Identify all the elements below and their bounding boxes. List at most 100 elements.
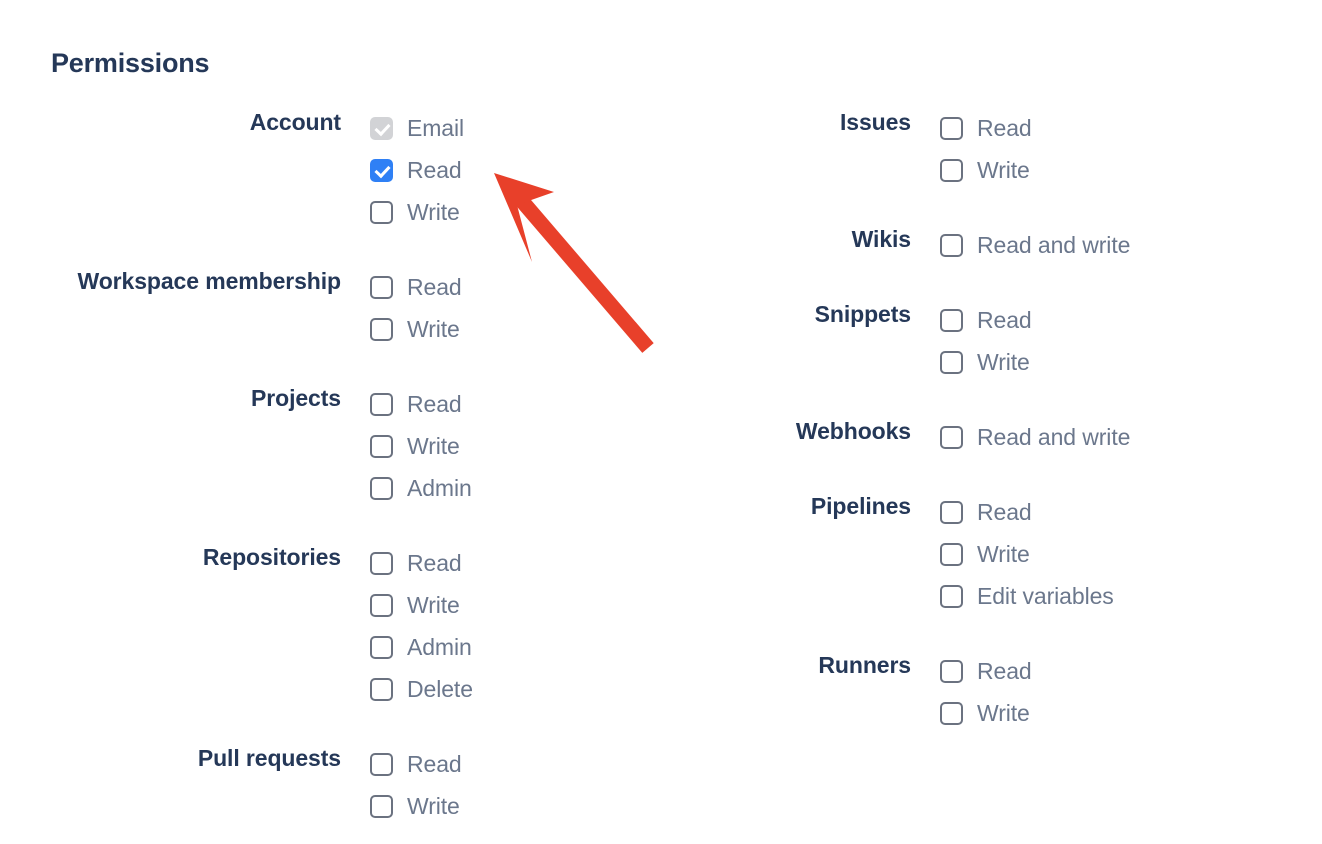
- permission-option-row[interactable]: Write: [370, 584, 660, 626]
- permission-option-label: Email: [407, 114, 465, 141]
- permission-option-label: Read: [977, 657, 1032, 684]
- permission-option-label: Read: [977, 306, 1032, 333]
- permission-option-label: Read: [407, 549, 462, 576]
- permission-option-label: Read: [407, 390, 462, 417]
- permission-option-row[interactable]: Write: [940, 533, 1270, 575]
- permission-option-label: Write: [407, 792, 460, 819]
- permission-option-label: Edit variables: [977, 582, 1114, 609]
- permission-option-label: Delete: [407, 675, 473, 702]
- checkbox-read[interactable]: [370, 275, 393, 299]
- page-title: Permissions: [51, 48, 210, 78]
- permission-option-list: Read and write: [940, 415, 1270, 458]
- permission-option-label: Read and write: [977, 231, 1131, 258]
- checkbox-read[interactable]: [940, 659, 963, 683]
- permission-option-row[interactable]: Write: [370, 191, 660, 233]
- permission-option-label: Write: [977, 348, 1030, 375]
- permission-option-label: Admin: [407, 474, 472, 501]
- permission-option-row[interactable]: Read: [940, 299, 1270, 341]
- permission-option-row[interactable]: Delete: [370, 668, 660, 710]
- permission-option-label: Write: [977, 699, 1030, 726]
- permission-group-label: Snippets: [814, 301, 911, 327]
- permission-group-label: Workspace membership: [77, 268, 342, 294]
- permission-option-label: Read: [977, 498, 1032, 525]
- permission-group: Wikis Read and write: [570, 223, 1270, 266]
- checkbox-write[interactable]: [940, 350, 963, 374]
- permission-option-row[interactable]: Admin: [370, 626, 660, 668]
- checkbox-read[interactable]: [940, 500, 963, 524]
- permission-group-label: Repositories: [202, 544, 341, 570]
- checkbox-read-and-write[interactable]: [940, 233, 963, 257]
- checkbox-read[interactable]: [370, 392, 393, 416]
- checkbox-read[interactable]: [940, 116, 963, 140]
- checkbox-write[interactable]: [940, 158, 963, 182]
- checkbox-admin[interactable]: [370, 476, 393, 500]
- permission-option-label: Read: [407, 750, 462, 777]
- permission-option-row[interactable]: Read: [940, 107, 1270, 149]
- checkbox-write[interactable]: [940, 542, 963, 566]
- permission-option-row[interactable]: Read: [370, 266, 660, 308]
- permission-option-row[interactable]: Write: [940, 692, 1270, 734]
- permission-option-row[interactable]: Edit variables: [940, 575, 1270, 617]
- permission-option-row[interactable]: Email: [370, 107, 660, 149]
- checkbox-write[interactable]: [370, 593, 393, 617]
- permission-group-label: Projects: [251, 385, 341, 411]
- checkbox-read[interactable]: [940, 308, 963, 332]
- permission-option-row[interactable]: Write: [370, 425, 660, 467]
- permission-option-row[interactable]: Read and write: [940, 416, 1270, 458]
- permission-option-row[interactable]: Read: [370, 743, 660, 785]
- permission-option-row[interactable]: Read: [940, 650, 1270, 692]
- permission-group-label: Pipelines: [810, 493, 911, 519]
- permission-option-row[interactable]: Write: [370, 308, 660, 350]
- permission-option-row[interactable]: Read: [370, 149, 660, 191]
- permission-group-label: Wikis: [851, 226, 911, 252]
- permission-option-row[interactable]: Read and write: [940, 224, 1270, 266]
- permission-group-label: Issues: [839, 109, 911, 135]
- permission-option-label: Read: [407, 156, 462, 183]
- permission-option-row[interactable]: Write: [940, 341, 1270, 383]
- checkbox-edit-variables[interactable]: [940, 584, 963, 608]
- permission-option-label: Admin: [407, 633, 472, 660]
- permission-option-label: Read: [407, 273, 462, 300]
- permission-option-row[interactable]: Read: [370, 542, 660, 584]
- permission-option-row[interactable]: Admin: [370, 467, 660, 509]
- permission-group-label: Account: [249, 109, 341, 135]
- permission-option-row[interactable]: Write: [940, 149, 1270, 191]
- checkbox-read-and-write[interactable]: [940, 425, 963, 449]
- checkbox-read[interactable]: [370, 158, 393, 182]
- permission-option-row[interactable]: Write: [370, 785, 660, 827]
- checkbox-read[interactable]: [370, 752, 393, 776]
- checkbox-delete[interactable]: [370, 677, 393, 701]
- permission-option-label: Read and write: [977, 423, 1131, 450]
- checkbox-write[interactable]: [370, 434, 393, 458]
- checkbox-email: [370, 116, 393, 140]
- checkbox-write[interactable]: [370, 794, 393, 818]
- checkbox-read[interactable]: [370, 551, 393, 575]
- permission-option-label: Write: [977, 540, 1030, 567]
- checkbox-write[interactable]: [370, 317, 393, 341]
- permission-option-label: Write: [977, 156, 1030, 183]
- permission-option-row[interactable]: Read: [370, 383, 660, 425]
- permission-option-row[interactable]: Read: [940, 491, 1270, 533]
- checkbox-write[interactable]: [370, 200, 393, 224]
- checkbox-write[interactable]: [940, 701, 963, 725]
- checkbox-admin[interactable]: [370, 635, 393, 659]
